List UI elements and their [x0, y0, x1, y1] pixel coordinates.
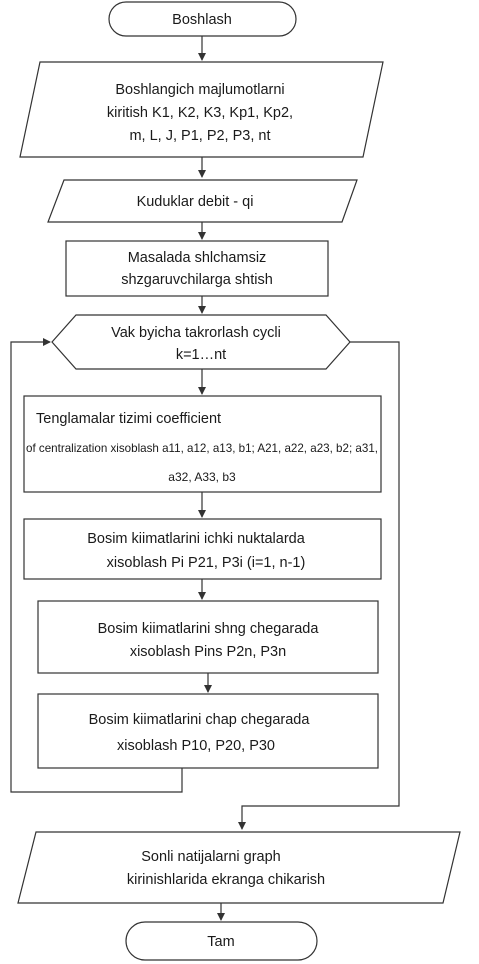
inner-pressure-line2: xisoblash Pi P21, P3i (i=1, n-1) — [107, 555, 306, 571]
coefficients-line3: a32, A33, b3 — [168, 470, 236, 484]
dimensionless-line1: Masalada shlchamsiz — [128, 250, 267, 266]
right-boundary-line1: Bosim kiimatlarini shng chegarada — [98, 621, 320, 637]
coefficients-line1: Tenglamalar tizimi coefficient — [36, 411, 221, 427]
start-terminator: Boshlash — [108, 1, 297, 37]
coefficients-process: Tenglamalar tizimi coefficient of centra… — [23, 395, 382, 493]
inner-pressure-process: Bosim kiimatlarini ichki nuktalarda xiso… — [23, 518, 382, 580]
end-terminator: Tam — [125, 921, 318, 961]
left-boundary-process: Bosim kiimatlarini chap chegarada xisobl… — [37, 693, 379, 769]
input-data-parallelogram: Boshlangich majlumotlarni kiritish K1, K… — [19, 61, 384, 158]
output-line1: Sonli natijalarni graph — [141, 849, 280, 865]
input-data-line1: Boshlangich majlumotlarni — [115, 82, 284, 98]
end-label: Tam — [207, 934, 234, 950]
input-data-line2: kiritish K1, K2, K3, Kp1, Kp2, — [107, 105, 293, 121]
loop-exit-connector — [238, 341, 400, 830]
dimensionless-line2: shzgaruvchilarga shtish — [121, 272, 273, 288]
well-flow-label: Kuduklar debit - qi — [137, 194, 254, 210]
inner-pressure-line1: Bosim kiimatlarini ichki nuktalarda — [87, 531, 306, 547]
left-boundary-line1: Bosim kiimatlarini chap chegarada — [89, 712, 311, 728]
loop-line2: k=1…nt — [176, 347, 226, 363]
output-parallelogram: Sonli natijalarni graph kirinishlarida e… — [17, 831, 461, 904]
right-boundary-process: Bosim kiimatlarini shng chegarada xisobl… — [37, 600, 379, 674]
loop-line1: Vak byicha takrorlash cycli — [111, 325, 281, 341]
left-boundary-line2: xisoblash P10, P20, P30 — [117, 738, 275, 754]
right-boundary-line2: xisoblash Pins P2n, P3n — [130, 644, 286, 660]
input-data-line3: m, L, J, P1, P2, P3, nt — [129, 128, 270, 144]
output-line2: kirinishlarida ekranga chikarish — [127, 872, 325, 888]
well-flow-parallelogram: Kuduklar debit - qi — [47, 179, 358, 223]
loop-back-connector — [10, 338, 183, 793]
start-label: Boshlash — [172, 12, 232, 28]
loop-hexagon: Vak byicha takrorlash cycli k=1…nt — [51, 314, 351, 370]
coefficients-line2: of centralization xisoblash a11, a12, a1… — [26, 441, 378, 455]
dimensionless-process: Masalada shlchamsiz shzgaruvchilarga sht… — [65, 240, 329, 297]
